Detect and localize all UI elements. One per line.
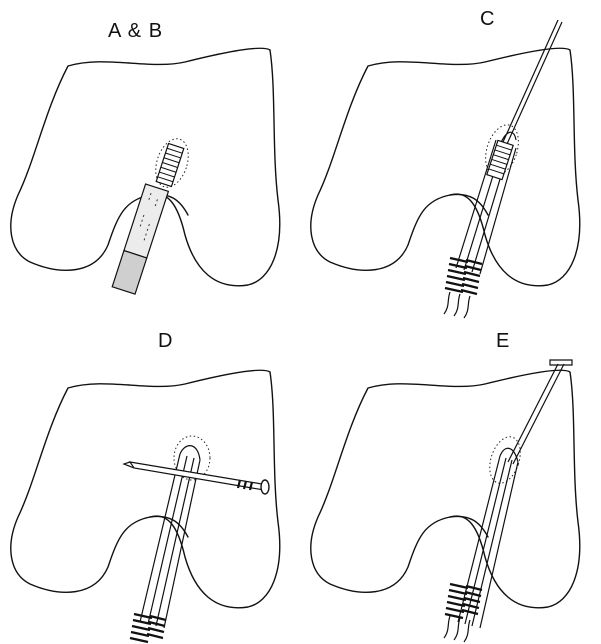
fixation-button <box>550 360 572 365</box>
suture-wraps <box>130 614 166 642</box>
femur-diagram-ab <box>0 0 300 322</box>
screw-implant <box>156 144 184 187</box>
guide-wire <box>500 20 562 145</box>
cross-pin <box>124 462 269 494</box>
panel-c: C <box>300 0 600 322</box>
femur-outline <box>311 370 580 607</box>
panel-ab: A & B <box>0 0 300 322</box>
graft-strands <box>458 448 518 628</box>
panel-d: D <box>0 322 300 644</box>
button-sutures <box>508 364 564 464</box>
suture-wraps <box>445 258 482 294</box>
femur-diagram-e <box>300 322 600 644</box>
femur-diagram-c <box>300 0 600 322</box>
panel-e: E <box>300 322 600 644</box>
graft-sleeve <box>112 184 168 294</box>
suture-tails <box>444 292 470 318</box>
femur-diagram-d <box>0 322 300 644</box>
femur-outline <box>311 48 580 285</box>
femur-outline <box>11 370 280 607</box>
